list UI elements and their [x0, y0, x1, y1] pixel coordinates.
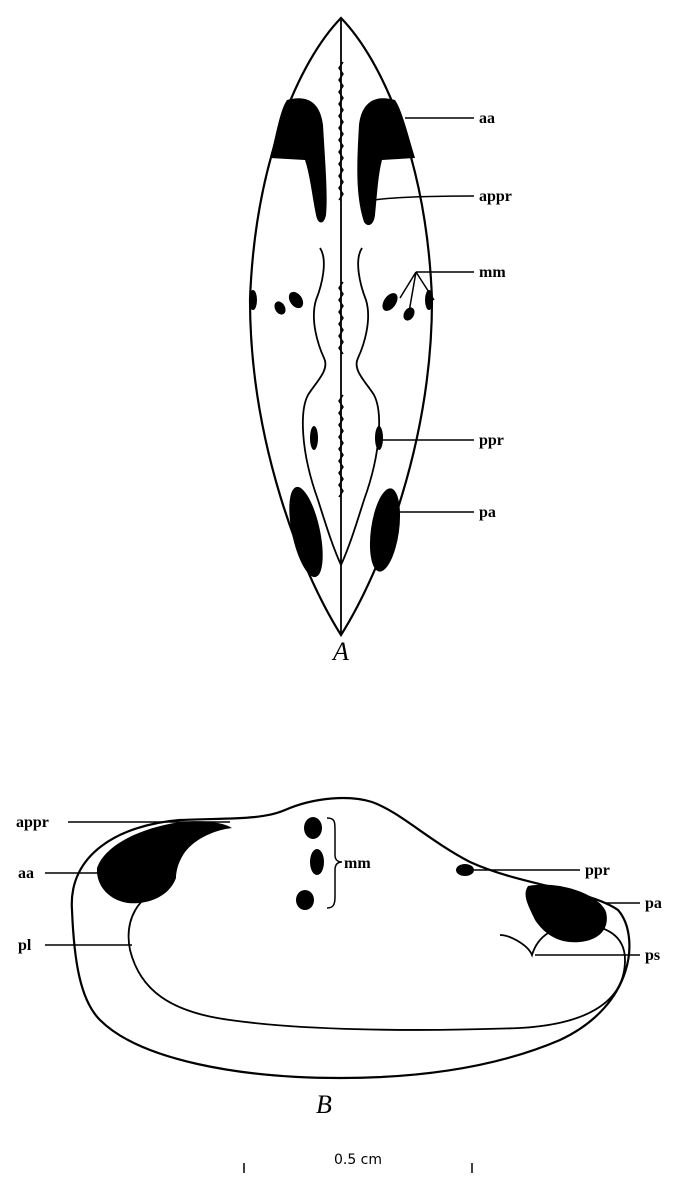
panel-b-caption: B — [316, 1090, 332, 1119]
panel-b-label-ps: ps — [645, 947, 660, 964]
panel-b-label-appr: appr — [16, 814, 49, 831]
panel-b-label-pl: pl — [18, 937, 32, 954]
panel-a-label-appr: appr — [479, 188, 512, 205]
scale-bar: 0.5 cm — [244, 1152, 472, 1173]
panel-a: aa appr mm ppr pa A — [249, 18, 512, 666]
panel-a-ppr-left — [310, 426, 318, 450]
panel-b-mm-1 — [304, 817, 322, 839]
panel-b-ppr — [456, 864, 474, 876]
panel-a-label-aa: aa — [479, 110, 495, 127]
panel-b: appr aa pl mm ppr pa ps B — [16, 798, 662, 1119]
panel-b-label-aa: aa — [18, 865, 34, 882]
panel-a-label-pa: pa — [479, 504, 496, 521]
panel-b-mm-2 — [310, 849, 324, 875]
panel-b-mm-3 — [296, 890, 314, 910]
panel-a-label-ppr: ppr — [479, 432, 504, 449]
panel-b-label-ppr: ppr — [585, 862, 610, 879]
panel-a-label-mm: mm — [479, 264, 506, 281]
panel-b-label-mm: mm — [344, 855, 371, 872]
panel-b-label-pa: pa — [645, 895, 662, 912]
panel-a-ppr-right — [375, 426, 383, 450]
panel-a-caption: A — [331, 637, 349, 666]
panel-a-mm-edge-left — [249, 290, 257, 310]
scale-bar-label: 0.5 cm — [334, 1152, 382, 1168]
